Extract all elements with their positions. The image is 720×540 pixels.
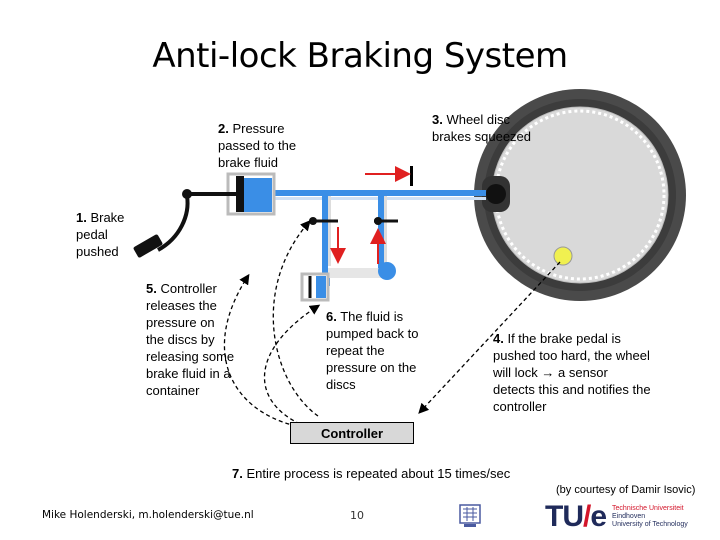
footer-author: Mike Holenderski, m.holenderski@tue.nl bbox=[42, 509, 254, 521]
flow-arrows bbox=[330, 166, 411, 264]
controller-to-valve bbox=[272, 220, 319, 417]
wheel-sensor bbox=[553, 246, 573, 266]
courtesy-note: (by courtesy of Damir Isovic) bbox=[556, 484, 696, 496]
pedal-pad bbox=[133, 234, 163, 258]
pump bbox=[378, 262, 396, 280]
label-step4: 4. If the brake pedal is pushed too hard… bbox=[493, 331, 651, 414]
control-lines bbox=[223, 220, 561, 427]
reservoir bbox=[300, 272, 330, 302]
controller-to-container bbox=[223, 273, 297, 427]
brake-pedal bbox=[133, 195, 190, 258]
label-step1: 1. Brake pedal pushed bbox=[76, 210, 125, 259]
label-step6: 6. The fluid is pumped back to repeat th… bbox=[326, 309, 419, 392]
controller-box: Controller bbox=[290, 422, 414, 444]
wheel bbox=[474, 89, 686, 301]
sensor-to-controller bbox=[418, 261, 561, 414]
fluid-lines bbox=[270, 166, 486, 286]
master-cylinder bbox=[182, 172, 276, 216]
valves bbox=[309, 217, 398, 225]
label-step3: 3. Wheel disc brakes squeezed bbox=[432, 112, 532, 144]
tue-logo: TU/e Technische Universiteit Eindhoven U… bbox=[545, 500, 688, 534]
institute-logo-icon bbox=[459, 504, 481, 527]
label-step5: 5. Controller releases the pressure on t… bbox=[146, 281, 235, 398]
controller-to-reservoir bbox=[264, 304, 321, 425]
tue-wordmark: Technische Universiteit Eindhoven Univer… bbox=[612, 505, 688, 528]
label-step7: 7. Entire process is repeated about 15 t… bbox=[232, 466, 511, 481]
page-title: Anti-lock Braking System bbox=[152, 36, 568, 76]
tue-mark: TU/e bbox=[545, 500, 607, 533]
label-step2: 2. Pressure passed to the brake fluid bbox=[218, 121, 297, 170]
page-number: 10 bbox=[350, 509, 364, 522]
